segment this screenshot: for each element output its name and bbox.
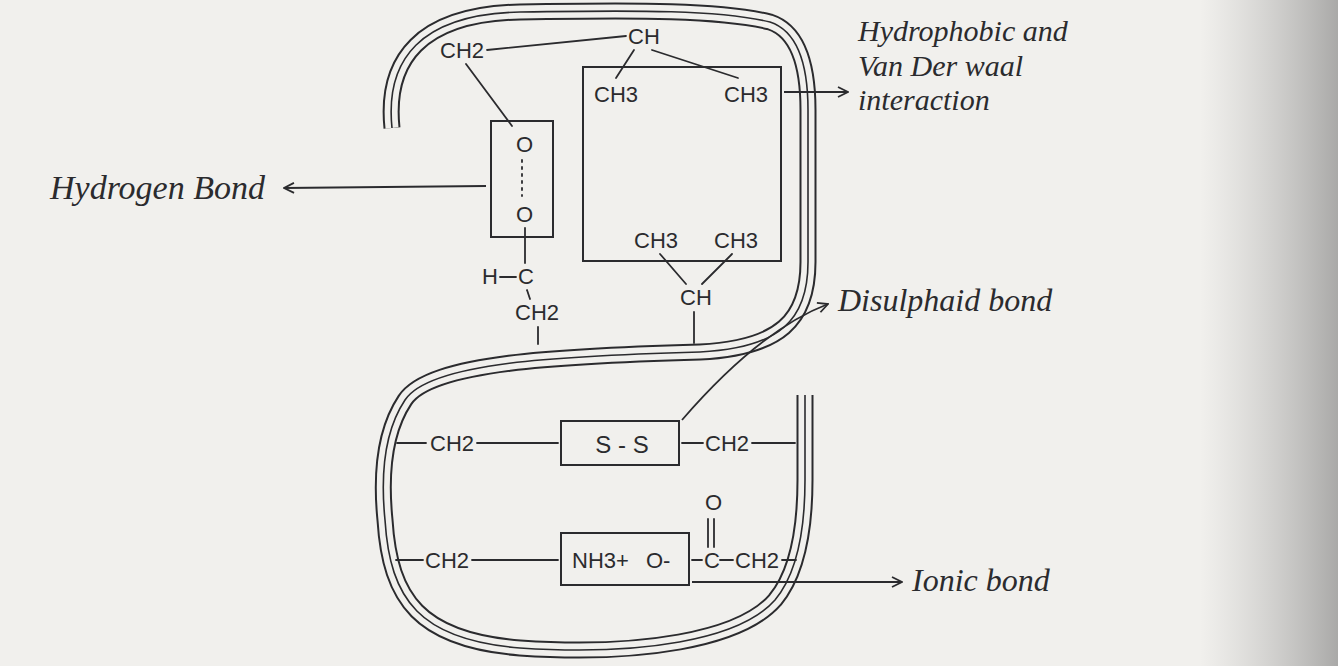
chemical-group: CH3 (724, 82, 768, 107)
polypeptide-band (383, 11, 808, 650)
group-label: CH2 (430, 431, 474, 456)
callout-label: Ionic bond (912, 562, 1050, 599)
hydrogen-bond-box: OO (490, 120, 554, 238)
bond-lines (396, 36, 796, 560)
chemical-group: CH3 (634, 228, 678, 253)
group-label: CH2 (705, 431, 749, 456)
chemical-group: CH3 (594, 82, 638, 107)
hydrophobic-box: CH3CH3CH3CH3 (582, 66, 782, 262)
chemical-group: O (516, 202, 533, 227)
chemical-group: S - S (595, 431, 648, 459)
atom-label: C (704, 548, 720, 573)
group-label: CH2 (440, 38, 484, 63)
chemical-group: O- (646, 548, 670, 573)
chemical-group: CH3 (714, 228, 758, 253)
group-label: CH (680, 285, 712, 310)
chemical-group: O (516, 132, 533, 157)
callout-label: Hydrophobic and Van Der waal interaction (858, 14, 1108, 118)
callout-arrows (284, 92, 902, 582)
atom-label: O (705, 490, 722, 515)
atom-label: H (482, 264, 498, 289)
callout-label: Hydrogen Bond (50, 168, 265, 207)
group-label: CH (628, 24, 660, 49)
disulphide-box: S - S (560, 420, 680, 466)
chemical-group: NH3+ (572, 548, 629, 573)
page-shadow (1200, 0, 1338, 666)
group-label: CH2 (425, 548, 469, 573)
group-label: CH2 (515, 300, 559, 325)
atom-label: C (518, 264, 534, 289)
group-label: CH2 (735, 548, 779, 573)
callout-label: Disulphaid bond (838, 282, 1052, 319)
ionic-box: NH3+ O- (560, 532, 690, 586)
